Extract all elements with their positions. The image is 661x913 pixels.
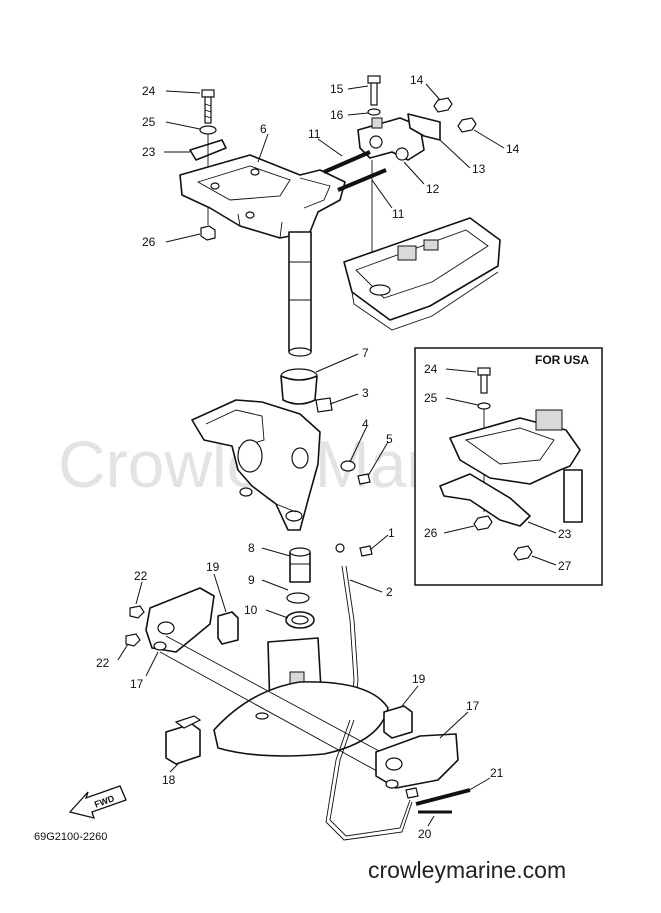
callout-15: 15 (330, 82, 344, 96)
inset-for-usa: FOR USA (414, 347, 603, 586)
steering-bracket-assembly (179, 89, 346, 357)
callout-13: 13 (472, 162, 486, 176)
lower-mount-assembly (125, 587, 471, 841)
callout-8: 8 (248, 541, 255, 555)
steering-shaft-part (288, 231, 312, 353)
inset-title: FOR USA (535, 353, 589, 367)
callout-14-b: 14 (506, 142, 520, 156)
callout-16: 16 (330, 108, 344, 122)
website-link[interactable]: crowleymarine.com (368, 857, 566, 883)
washer-25-part (199, 125, 217, 135)
callout-7: 7 (362, 346, 369, 360)
callout-26: 26 (142, 235, 156, 249)
callout-2: 2 (386, 585, 393, 599)
callout-11-b: 11 (392, 207, 405, 221)
callout-18: 18 (162, 773, 176, 787)
callout-4: 4 (362, 417, 369, 431)
leader-lines (117, 83, 557, 827)
callout-numbers: 24 25 23 6 26 11 11 15 16 14 14 13 12 7 … (96, 73, 572, 841)
inset-callout-23: 23 (558, 527, 572, 541)
inset-callout-26: 26 (424, 526, 438, 540)
callout-21: 21 (490, 766, 504, 780)
diagram-code: 69G2100-2260 (34, 831, 107, 843)
swivel-bracket-assembly (191, 368, 373, 721)
callout-1: 1 (388, 526, 395, 540)
inset-callout-24: 24 (424, 362, 438, 376)
steering-bracket-6-part (179, 154, 346, 239)
callout-23: 23 (142, 145, 156, 159)
fwd-arrow-icon: FWD (68, 785, 127, 819)
callout-19-a: 19 (206, 560, 220, 574)
callout-3: 3 (362, 386, 369, 400)
callout-17-a: 17 (130, 677, 144, 691)
callout-17-b: 17 (466, 699, 480, 713)
mount-bracket-assembly (323, 75, 501, 331)
callout-24: 24 (142, 84, 156, 98)
nut-26-part (200, 225, 216, 241)
callout-10: 10 (244, 603, 258, 617)
callout-5: 5 (386, 432, 393, 446)
lower-cover-part (343, 217, 501, 321)
callout-6: 6 (260, 122, 267, 136)
bolt-24-part (201, 89, 215, 124)
callout-14-a: 14 (410, 73, 424, 87)
callout-20: 20 (418, 827, 432, 841)
inset-callout-27: 27 (558, 559, 572, 573)
callout-9: 9 (248, 573, 255, 587)
callout-22-b: 22 (96, 656, 110, 670)
callout-25: 25 (142, 115, 156, 129)
callout-11-a: 11 (308, 127, 321, 141)
callout-19-b: 19 (412, 672, 426, 686)
callout-12: 12 (426, 182, 440, 196)
callout-22-a: 22 (134, 569, 148, 583)
inset-callout-25: 25 (424, 391, 438, 405)
